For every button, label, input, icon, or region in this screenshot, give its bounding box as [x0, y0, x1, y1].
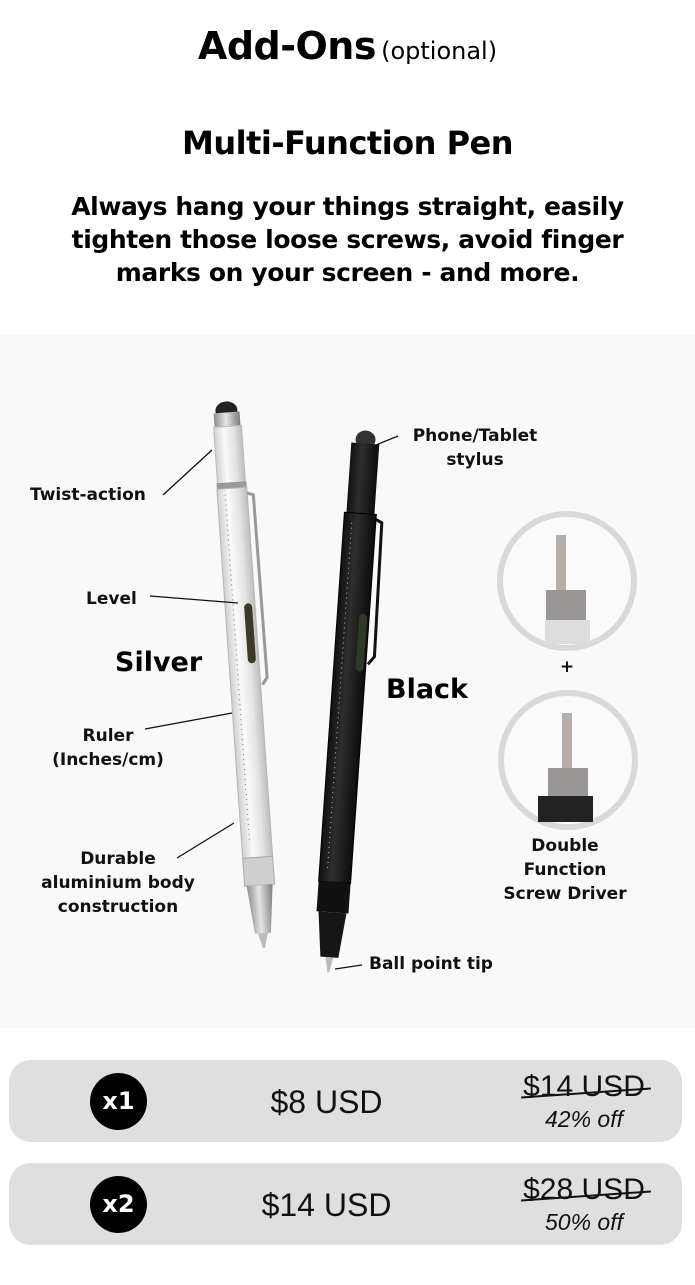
offer-option-x2[interactable]: x2 $14 USD $28 USD 50% off [9, 1163, 682, 1245]
callout-stylus: Phone/Tablet stylus [412, 426, 538, 470]
silver-pen [213, 401, 276, 949]
section-subtitle: (optional) [381, 37, 498, 65]
screwdriver-flathead-circle [498, 690, 638, 830]
screwdriver-phillips-circle [497, 511, 637, 651]
black-pen [316, 430, 384, 973]
quantity-badge: x2 [90, 1176, 147, 1233]
discount-label: 50% off [545, 1209, 623, 1235]
callout-twist-action: Twist-action [30, 485, 146, 505]
callout-screwdriver: Double Function Screw Driver [503, 836, 627, 904]
discount-label: 42% off [545, 1106, 623, 1132]
section-header: Add-Ons (optional) [0, 24, 695, 68]
product-name: Multi-Function Pen [181, 124, 514, 162]
callout-durable-body: Durable aluminium body construction [41, 849, 195, 917]
section-title: Add-Ons [197, 24, 377, 68]
original-price: $28 USD [499, 1173, 669, 1207]
variant-label-black: Black [386, 674, 469, 705]
callout-ruler: Ruler (Inches/cm) [52, 726, 164, 770]
pens-illustration [144, 401, 638, 973]
plus-icon: + [559, 657, 575, 677]
quantity-badge: x1 [90, 1073, 147, 1130]
offer-price: $14 USD [261, 1187, 392, 1223]
variant-label-silver: Silver [115, 647, 203, 678]
original-price: $14 USD [499, 1070, 669, 1104]
offer-price: $8 USD [270, 1084, 383, 1120]
product-description: Always hang your things straight, easily… [71, 192, 624, 287]
callout-level: Level [86, 589, 137, 609]
offer-option-x1[interactable]: x1 $8 USD $14 USD 42% off [9, 1060, 682, 1142]
callout-ball-point: Ball point tip [369, 954, 493, 974]
product-image-panel: Twist-action Level Silver Ruler (Inches/… [0, 335, 695, 1028]
